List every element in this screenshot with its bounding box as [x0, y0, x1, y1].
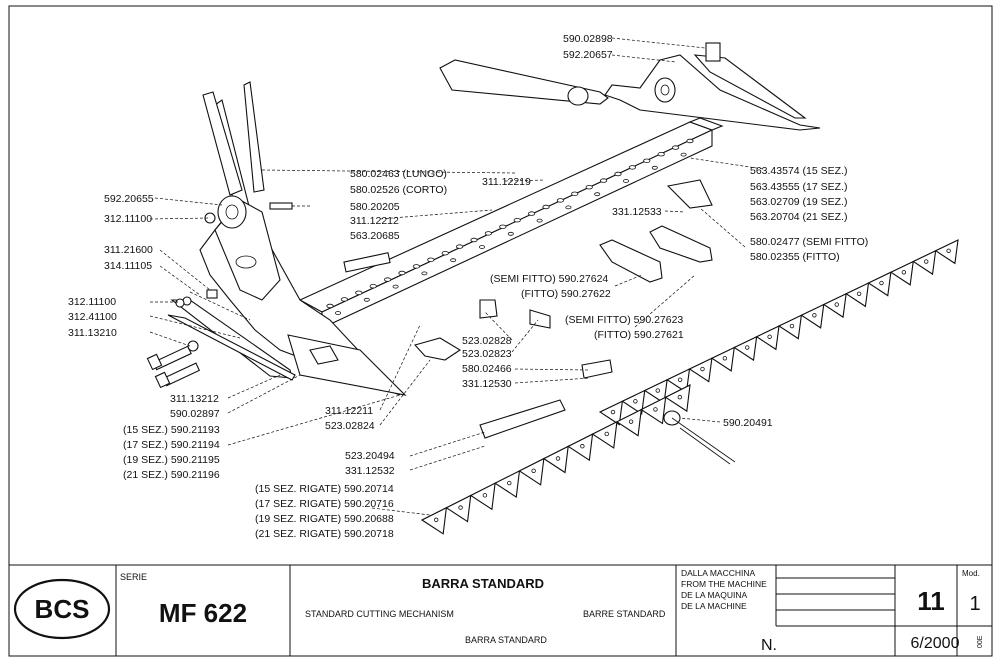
callout-312-11100-top: 312.11100 — [104, 213, 152, 225]
bolts — [146, 202, 293, 389]
table-number: 11 — [917, 586, 945, 616]
from-machine-en: FROM THE MACHINE — [681, 579, 767, 589]
side-code: 00E — [977, 635, 984, 648]
title-spanish: BARRA STANDARD — [465, 635, 547, 645]
callout-590-20688: (19 SEZ. RIGATE) 590.20688 — [255, 513, 394, 525]
issue-date: 6/2000 — [911, 635, 960, 652]
callout-563-02709: 563.02709 (19 SEZ.) — [750, 196, 847, 208]
callout-590-27622: (FITTO) 590.27622 — [521, 288, 611, 300]
callout-563-20704: 563.20704 (21 SEZ.) — [750, 211, 847, 223]
callout-331-12532: 331.12532 — [345, 465, 395, 477]
callout-592-20657: 592.20657 — [563, 49, 613, 61]
callout-580-02463: 580.02463 (LUNGO) — [350, 168, 447, 180]
callout-331-12530: 331.12530 — [462, 378, 512, 390]
title-french: BARRE STANDARD — [583, 609, 666, 619]
callout-523-02824: 523.02824 — [325, 420, 375, 432]
mod-label: Mod. — [962, 569, 980, 578]
callout-580-02355: 580.02355 (FITTO) — [750, 251, 840, 263]
callout-311-12211: 311.12211 — [325, 405, 373, 417]
n-label: N. — [761, 637, 777, 654]
mod-value: 1 — [969, 593, 980, 615]
exploded-view — [146, 42, 959, 535]
callout-580-02477: 580.02477 (SEMI FITTO) — [750, 236, 868, 248]
callout-580-02466: 580.02466 — [462, 363, 512, 375]
left-plates — [167, 291, 296, 381]
leader-lines — [149, 37, 764, 516]
callout-331-12533: 331.12533 — [612, 206, 662, 218]
finger-guards — [599, 179, 713, 283]
callout-580-02526: 580.02526 (CORTO) — [350, 184, 447, 196]
model-name: MF 622 — [159, 598, 247, 628]
callout-580-20205: 580.20205 — [350, 201, 400, 213]
callout-311-13210: 311.13210 — [68, 327, 117, 339]
left-shoe-frame — [199, 99, 407, 396]
callout-312-11100-left: 312.11100 — [68, 296, 116, 308]
title-english: STANDARD CUTTING MECHANISM — [305, 609, 454, 619]
from-machine-it: DALLA MACCHINA — [681, 568, 755, 578]
lower-knife-sections — [420, 384, 691, 535]
callout-590-02898: 590.02898 — [563, 33, 613, 45]
callout-590-27624: (SEMI FITTO) 590.27624 — [490, 273, 608, 285]
callout-590-21194: (17 SEZ.) 590.21194 — [123, 439, 220, 451]
bcs-logo-oval — [13, 578, 111, 640]
callout-311-21600: 311.21600 — [104, 244, 153, 256]
callout-312-41100: 312.41100 — [68, 311, 117, 323]
bcs-logo-text: BCS — [35, 594, 90, 624]
title-block: BCS SERIE MF 622 BARRA STANDARD STANDARD… — [9, 564, 992, 656]
drawing-frame — [8, 5, 993, 657]
callout-590-20491: 590.20491 — [723, 417, 773, 429]
callout-592-20655: 592.20655 — [104, 193, 154, 205]
callout-590-21193: (15 SEZ.) 590.21193 — [123, 424, 220, 436]
callout-523-02823: 523.02823 — [462, 348, 512, 360]
callout-590-02897: 590.02897 — [170, 408, 220, 420]
cutter-bar-holes — [326, 138, 694, 315]
callout-590-20718: (21 SEZ. RIGATE) 590.20718 — [255, 528, 394, 540]
callout-590-27621: (FITTO) 590.27621 — [594, 329, 684, 341]
callout-563-43574: 563.43574 (15 SEZ.) — [750, 165, 847, 177]
callout-590-21196: (21 SEZ.) 590.21196 — [123, 469, 220, 481]
callout-314-11105: 314.11105 — [104, 260, 152, 272]
callout-590-20714: (15 SEZ. RIGATE) 590.20714 — [255, 483, 394, 495]
callout-563-43555: 563.43555 (17 SEZ.) — [750, 181, 847, 193]
callout-523-20494: 523.20494 — [345, 450, 395, 462]
serie-label: SERIE — [120, 572, 147, 582]
callout-311-13212: 311.13212 — [170, 393, 219, 405]
callout-590-21195: (19 SEZ.) 590.21195 — [123, 454, 220, 466]
callout-311-12212: 311.12212 — [350, 215, 399, 227]
knife-clips — [343, 252, 613, 379]
callout-590-27623: (SEMI FITTO) 590.27623 — [565, 314, 683, 326]
from-machine-es: DE LA MAQUINA — [681, 590, 747, 600]
handle-rods — [202, 81, 265, 229]
cutter-bar-beam — [298, 117, 724, 329]
callout-590-20716: (17 SEZ. RIGATE) 590.20716 — [255, 498, 394, 510]
drawing-title: BARRA STANDARD — [422, 576, 544, 591]
callout-563-20685: 563.20685 — [350, 230, 400, 242]
callout-311-12219: 311.12219 — [482, 176, 531, 188]
from-machine-fr: DE LA MACHINE — [681, 601, 747, 611]
callout-labels: 590.02898 592.20657 580.02463 (LUNGO) 58… — [68, 33, 868, 540]
callout-523-02828: 523.02828 — [462, 335, 512, 347]
divider-guard — [439, 42, 821, 131]
upper-knife-sections — [598, 239, 959, 426]
